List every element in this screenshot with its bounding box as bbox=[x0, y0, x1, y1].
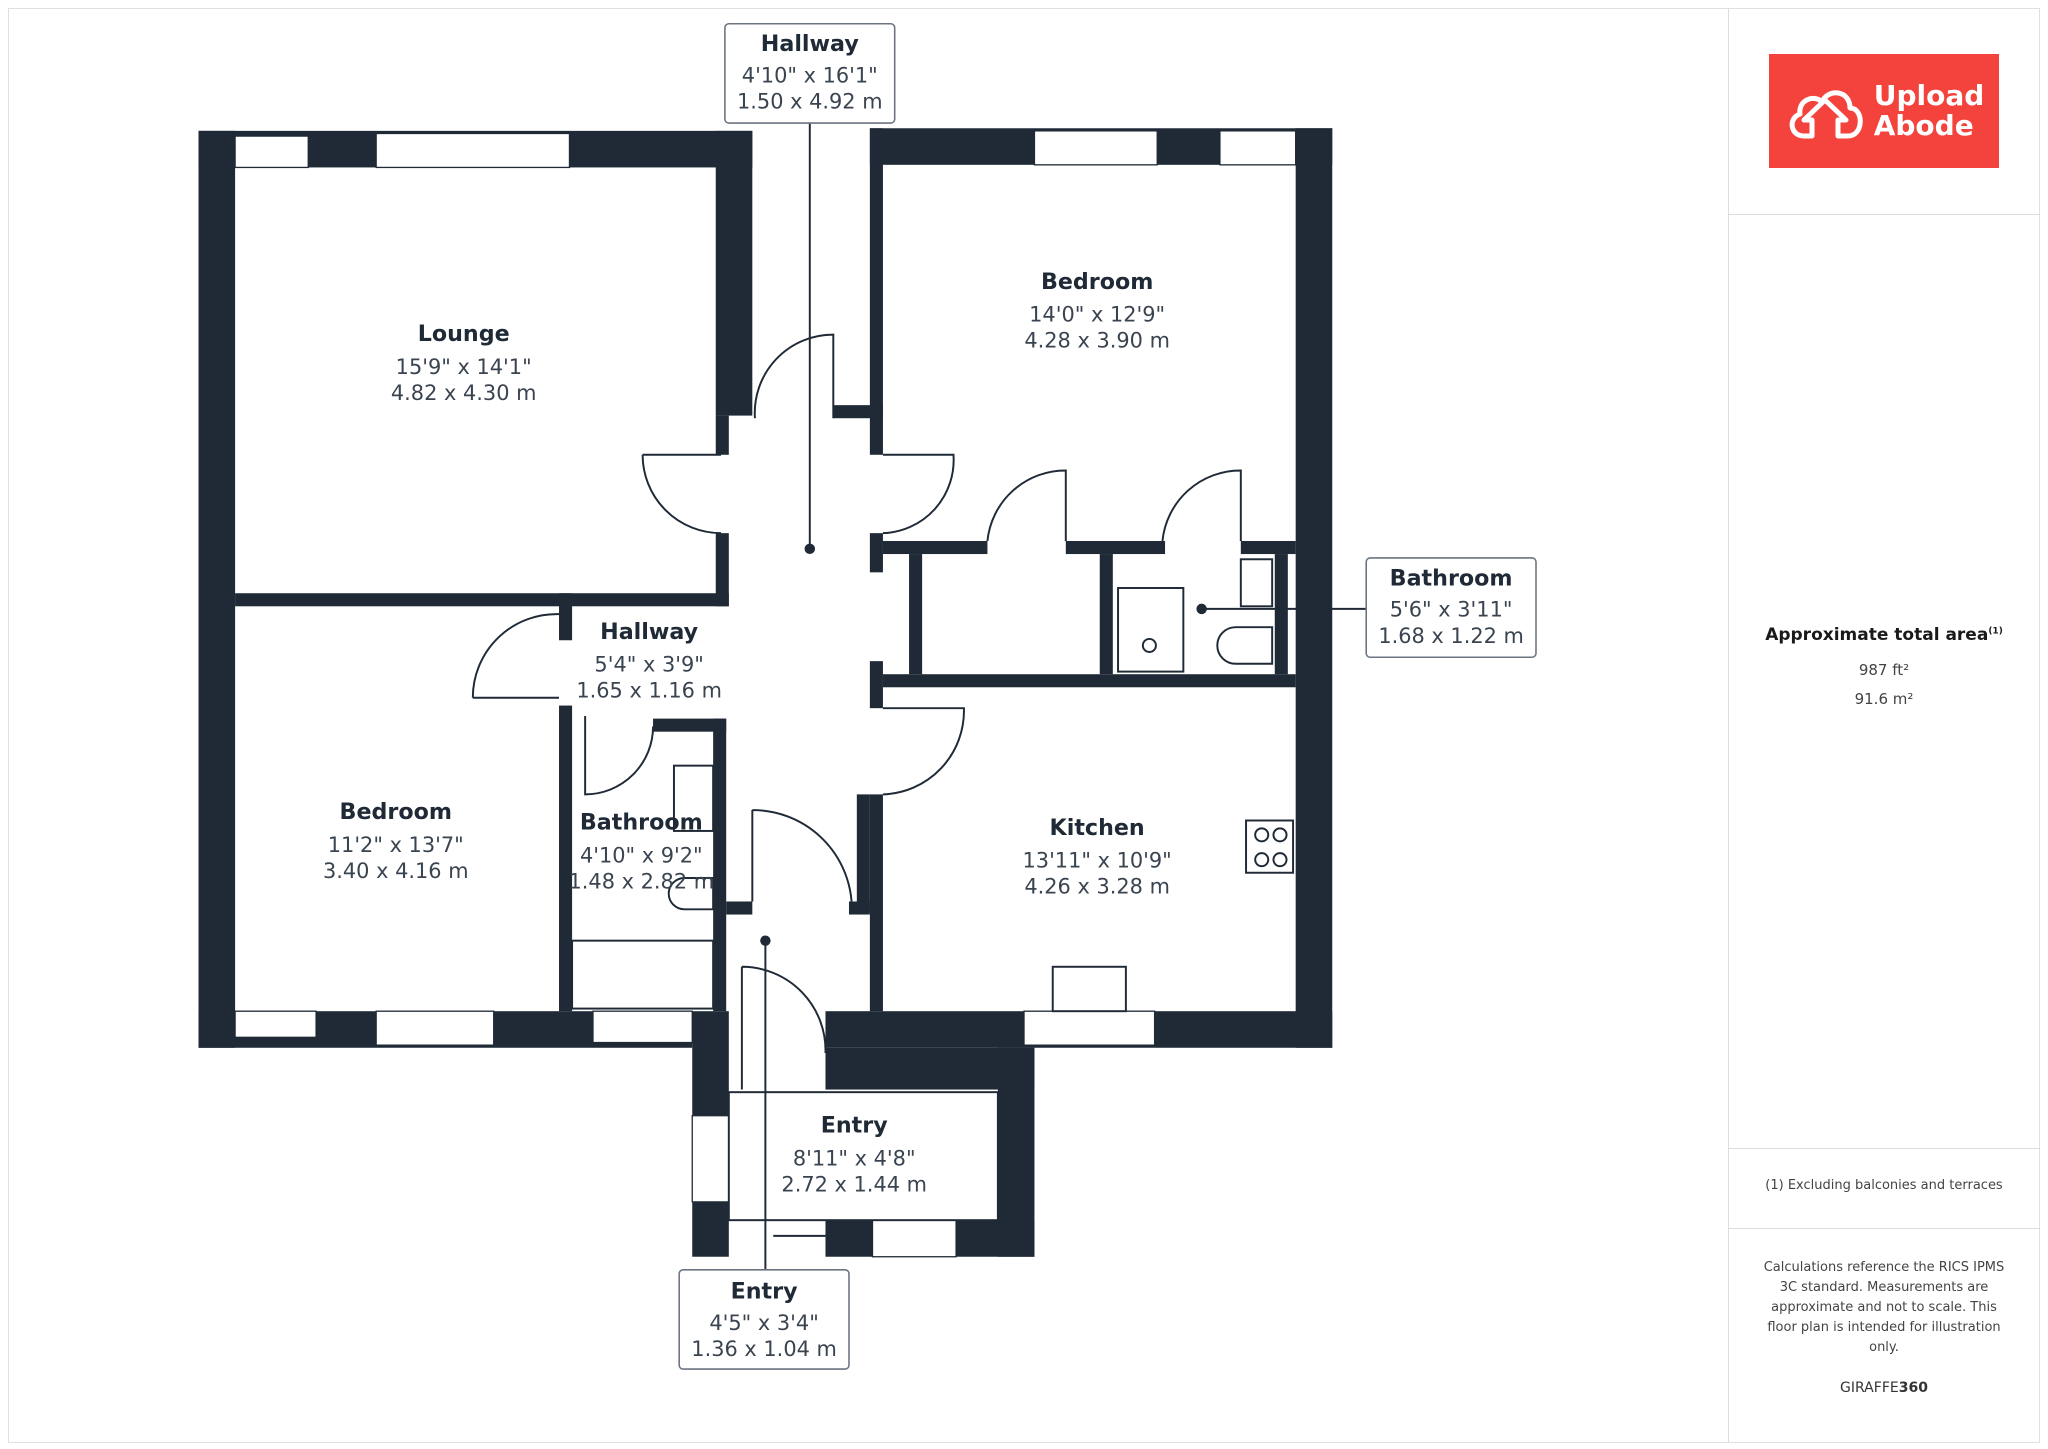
credit: GIRAFFE360 bbox=[1728, 1380, 2040, 1396]
credit-text: GIRAFFE bbox=[1840, 1380, 1899, 1396]
room-name: Hallway bbox=[600, 619, 699, 645]
room-name: Bedroom bbox=[1041, 269, 1153, 295]
room-bedroom-1: Bedroom 14'0" x 12'9" 4.28 x 3.90 m bbox=[1024, 269, 1170, 353]
divider bbox=[1728, 214, 2040, 215]
room-dim-metric: 1.36 x 1.04 m bbox=[691, 1337, 837, 1361]
room-dim-metric: 1.50 x 4.92 m bbox=[737, 90, 883, 114]
room-dim-imperial: 11'2" x 13'7" bbox=[328, 833, 464, 857]
footnote-mark: (1) bbox=[1988, 626, 2003, 637]
room-dim-imperial: 4'10" x 9'2" bbox=[580, 843, 703, 867]
room-dim-metric: 4.82 x 4.30 m bbox=[391, 381, 537, 405]
sidebar-divider bbox=[1728, 8, 1729, 1443]
room-name: Bedroom bbox=[340, 799, 452, 825]
room-dim-imperial: 8'11" x 4'8" bbox=[793, 1146, 916, 1170]
brand-logo: Upload Abode bbox=[1769, 54, 1999, 168]
room-dim-metric: 1.48 x 2.82 m bbox=[569, 869, 715, 893]
room-hallway-small: Hallway 5'4" x 3'9" 1.65 x 1.16 m bbox=[576, 619, 722, 703]
room-name: Entry bbox=[731, 1279, 799, 1305]
room-name: Entry bbox=[821, 1113, 889, 1139]
windows bbox=[234, 130, 1297, 1258]
room-dim-imperial: 15'9" x 14'1" bbox=[396, 355, 532, 379]
area-title: Approximate total area bbox=[1765, 625, 1989, 645]
divider bbox=[1728, 1228, 2040, 1229]
room-name: Bathroom bbox=[1390, 565, 1513, 591]
callout-entry: Entry 4'5" x 3'4" 1.36 x 1.04 m bbox=[678, 1269, 850, 1370]
page-frame bbox=[8, 8, 2040, 1443]
room-bedroom-2: Bedroom 11'2" x 13'7" 3.40 x 4.16 m bbox=[323, 799, 469, 883]
room-dim-metric: 1.68 x 1.22 m bbox=[1378, 624, 1524, 648]
fixtures bbox=[571, 558, 1295, 1222]
room-entry-large: Entry 8'11" x 4'8" 2.72 x 1.44 m bbox=[781, 1113, 927, 1197]
room-lounge: Lounge 15'9" x 14'1" 4.82 x 4.30 m bbox=[391, 321, 537, 405]
area-sqft: 987 ft² bbox=[1858, 661, 1910, 679]
area-sqm: 91.6 m² bbox=[1854, 690, 1914, 708]
room-kitchen: Kitchen 13'11" x 10'9" 4.26 x 3.28 m bbox=[1023, 815, 1172, 899]
room-dim-metric: 2.72 x 1.44 m bbox=[781, 1172, 927, 1196]
room-dim-imperial: 5'4" x 3'9" bbox=[594, 653, 703, 677]
room-dim-metric: 3.40 x 4.16 m bbox=[323, 859, 469, 883]
footnote: (1) Excluding balconies and terraces bbox=[1765, 1178, 2003, 1193]
brand-name-line1: Upload bbox=[1873, 79, 1985, 112]
room-dim-imperial: 4'10" x 16'1" bbox=[742, 64, 878, 88]
callout-bathroom: Bathroom 5'6" x 3'11" 1.68 x 1.22 m bbox=[1365, 557, 1537, 659]
room-dim-imperial: 5'6" x 3'11" bbox=[1390, 598, 1513, 622]
room-dim-imperial: 4'5" x 3'4" bbox=[709, 1311, 818, 1335]
room-name: Lounge bbox=[418, 321, 510, 347]
room-name: Hallway bbox=[761, 31, 860, 57]
room-name: Kitchen bbox=[1050, 815, 1145, 841]
divider bbox=[1728, 1148, 2040, 1149]
cloud-house-icon bbox=[1789, 90, 1863, 139]
room-dim-metric: 4.28 x 3.90 m bbox=[1024, 329, 1170, 353]
callout-hallway: Hallway 4'10" x 16'1" 1.50 x 4.92 m bbox=[724, 22, 896, 124]
room-dim-imperial: 14'0" x 12'9" bbox=[1029, 303, 1165, 327]
callout-leaders bbox=[760, 123, 1367, 1270]
area-title-block: Approximate total area(1) bbox=[1728, 625, 2040, 645]
room-dim-imperial: 13'11" x 10'9" bbox=[1023, 849, 1172, 873]
room-bathroom-small: Bathroom 4'10" x 9'2" 1.48 x 2.82 m bbox=[569, 810, 715, 894]
brand-name-line2: Abode bbox=[1873, 109, 1974, 142]
doors bbox=[471, 333, 1242, 1237]
room-dim-metric: 4.26 x 3.28 m bbox=[1024, 875, 1170, 899]
room-dim-metric: 1.65 x 1.16 m bbox=[576, 679, 722, 703]
disclaimer: Calculations reference the RICS IPMS 3C … bbox=[1763, 1260, 2005, 1355]
room-name: Bathroom bbox=[580, 810, 703, 836]
credit-number: 360 bbox=[1898, 1380, 1928, 1396]
